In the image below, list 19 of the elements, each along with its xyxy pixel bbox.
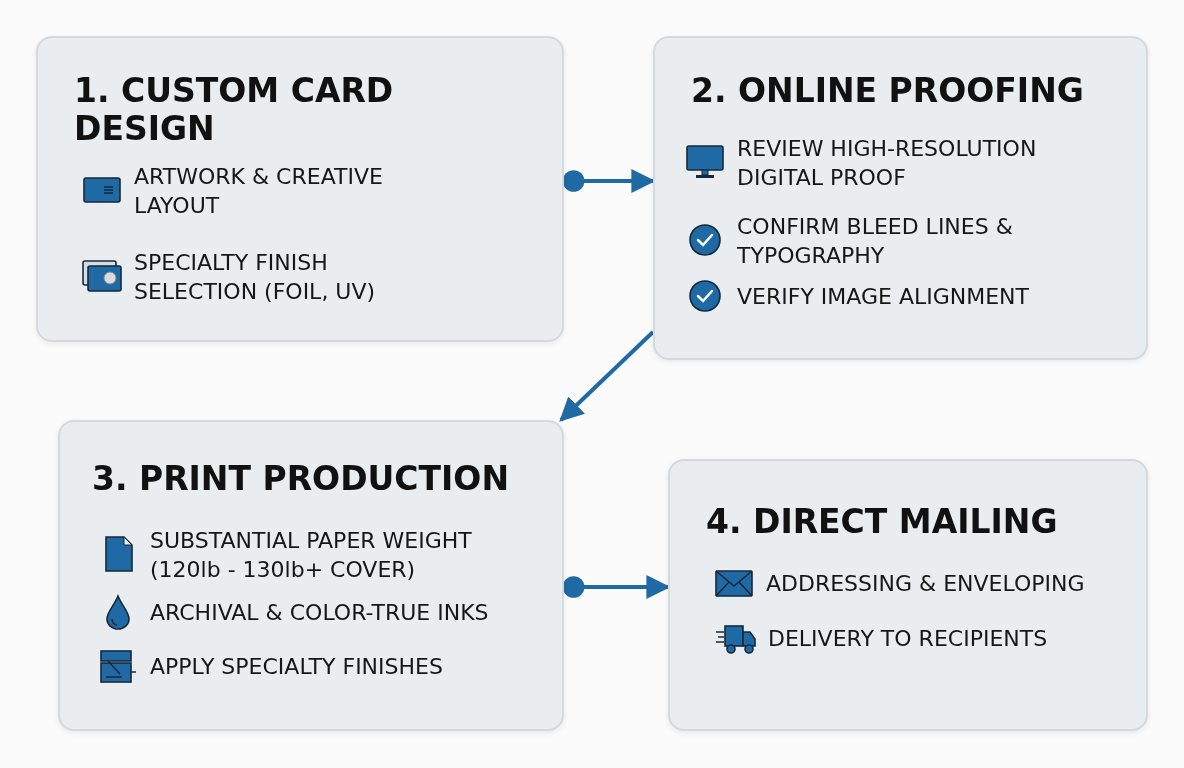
- step-card: [36, 36, 564, 342]
- step-item: ADDRESSING & ENVELOPING: [766, 570, 1086, 598]
- step-item: SPECIALTY FINISH SELECTION (FOIL, UV): [134, 249, 377, 306]
- step-item: APPLY SPECIALTY FINISHES: [150, 653, 444, 681]
- arrow: [559, 330, 655, 422]
- step-card: [668, 459, 1148, 731]
- step-card: [58, 420, 564, 731]
- step-item: ARTWORK & CREATIVE LAYOUT: [134, 163, 384, 220]
- step-item: DELIVERY TO RECIPIENTS: [768, 625, 1049, 653]
- step-item: CONFIRM BLEED LINES & TYPOGRAPHY: [737, 213, 1014, 270]
- step-item: REVIEW HIGH-RESOLUTION DIGITAL PROOF: [737, 135, 1038, 192]
- step-item: SUBSTANTIAL PAPER WEIGHT (120lb - 130lb+ COVER): [150, 527, 473, 584]
- step-item: ARCHIVAL & COLOR-TRUE INKS: [150, 599, 490, 627]
- step-heading: 2. ONLINE PROOFING: [691, 72, 1085, 110]
- step-item: VERIFY IMAGE ALIGNMENT: [737, 283, 1030, 311]
- step-heading: 3. PRINT PRODUCTION: [92, 460, 510, 498]
- step-card: [653, 36, 1148, 360]
- step-heading: 1. CUSTOM CARD DESIGN: [74, 72, 395, 148]
- step-heading: 4. DIRECT MAILING: [706, 503, 1059, 541]
